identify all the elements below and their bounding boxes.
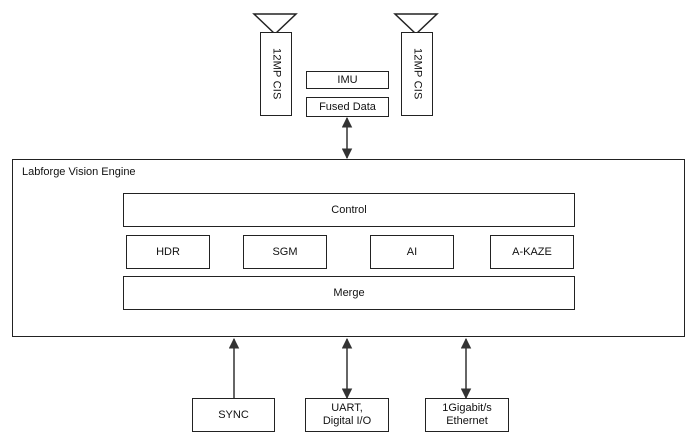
sgm-label: SGM xyxy=(272,245,298,258)
right-sensor-label: 12MP CIS xyxy=(411,48,424,100)
left-sensor-label: 12MP CIS xyxy=(270,48,283,100)
sync-label: SYNC xyxy=(218,408,249,421)
ai-label: AI xyxy=(406,245,418,258)
right-sensor-box: 12MP CIS xyxy=(401,32,433,116)
fused-data-label: Fused Data xyxy=(319,100,376,113)
merge-label: Merge xyxy=(333,286,365,299)
control-block: Control xyxy=(123,193,575,227)
uart-label: UART, Digital I/O xyxy=(322,402,372,427)
hdr-label: HDR xyxy=(156,245,180,258)
vision-engine-container: Labforge Vision Engine xyxy=(12,159,685,337)
sgm-block: SGM xyxy=(243,235,327,269)
right-antenna-icon xyxy=(393,13,439,36)
ethernet-label: 1Gigabit/s Ethernet xyxy=(442,402,492,427)
uart-box: UART, Digital I/O xyxy=(305,398,389,432)
hdr-block: HDR xyxy=(126,235,210,269)
engine-title: Labforge Vision Engine xyxy=(22,166,136,178)
akaze-block: A-KAZE xyxy=(490,235,574,269)
ai-block: AI xyxy=(370,235,454,269)
left-antenna-icon xyxy=(252,13,298,36)
sync-box: SYNC xyxy=(192,398,275,432)
imu-label: IMU xyxy=(337,73,358,86)
control-label: Control xyxy=(331,203,367,216)
imu-box: IMU xyxy=(306,71,389,89)
merge-block: Merge xyxy=(123,276,575,310)
fused-data-box: Fused Data xyxy=(306,97,389,117)
akaze-label: A-KAZE xyxy=(512,245,552,258)
ethernet-box: 1Gigabit/s Ethernet xyxy=(425,398,509,432)
left-sensor-box: 12MP CIS xyxy=(260,32,292,116)
